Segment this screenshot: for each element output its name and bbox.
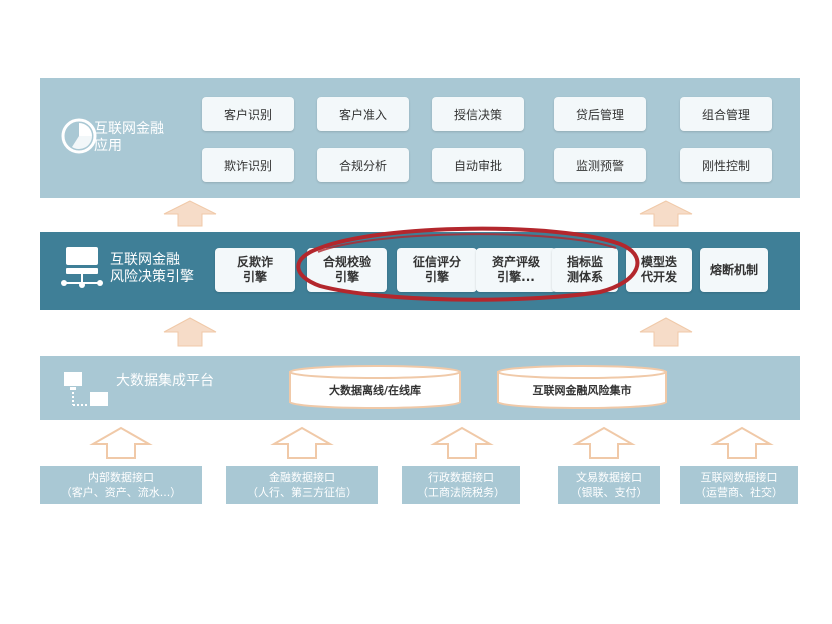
interface-detail: （工商法院税务）: [417, 486, 505, 499]
up-arrow-icon: [639, 317, 693, 347]
app-item-monitoring-alert: 监测预警: [554, 148, 646, 182]
engine-indicator-monitoring: 指标监 测体系: [552, 248, 618, 292]
interface-internet: 互联网数据接口 （运营商、社交）: [680, 466, 798, 504]
up-arrow-outline-icon: [572, 426, 636, 459]
application-layer-title: 互联网金融 应用: [94, 121, 164, 154]
interface-detail: （人行、第三方征信）: [247, 486, 357, 499]
up-arrow-icon: [163, 200, 217, 227]
engine-anti-fraud: 反欺诈 引擎: [215, 248, 295, 292]
app-item-auto-approval: 自动审批: [432, 148, 524, 182]
interface-detail: （运营商、社交）: [695, 486, 783, 499]
computers-icon: [64, 372, 108, 406]
up-arrow-outline-icon: [270, 426, 334, 459]
store-risk-mart-label: 互联网金融风险集市: [532, 384, 632, 397]
interface-financial: 金融数据接口 （人行、第三方征信）: [226, 466, 378, 504]
app-item-customer-admission: 客户准入: [317, 97, 409, 131]
engine-layer-title: 互联网金融 风险决策引擎: [110, 252, 194, 285]
database-offline-online-icon: [289, 365, 461, 409]
up-arrow-outline-icon: [710, 426, 774, 459]
app-item-fraud-identification: 欺诈识别: [202, 148, 294, 182]
interface-name: 金融数据接口: [269, 471, 335, 484]
interface-internal: 内部数据接口 （客户、资产、流水...）: [40, 466, 202, 504]
database-risk-mart-icon: [497, 365, 667, 409]
store-offline-online-label: 大数据离线/在线库: [328, 384, 422, 397]
up-arrow-icon: [163, 317, 217, 347]
interface-name: 互联网数据接口: [700, 471, 778, 484]
app-item-post-loan: 贷后管理: [554, 97, 646, 131]
data-platform-title: 大数据集成平台: [116, 373, 214, 389]
interface-name: 文易数据接口: [576, 471, 642, 484]
up-arrow-outline-icon: [89, 426, 153, 459]
interface-transaction: 文易数据接口 （银联、支付）: [558, 466, 660, 504]
interface-name: 行政数据接口: [428, 471, 494, 484]
engine-circuit-breaker: 熔断机制: [700, 248, 768, 292]
app-item-rigid-control: 刚性控制: [680, 148, 772, 182]
up-arrow-icon: [639, 200, 693, 227]
interface-name: 内部数据接口: [88, 471, 154, 484]
pie-chart-icon: [61, 118, 97, 154]
app-item-compliance-analysis: 合规分析: [317, 148, 409, 182]
application-layer: [40, 78, 800, 198]
engine-asset-rating: 资产评级 引擎...: [476, 248, 556, 292]
interface-administrative: 行政数据接口 （工商法院税务）: [402, 466, 520, 504]
app-item-customer-identification: 客户识别: [202, 97, 294, 131]
up-arrow-outline-icon: [430, 426, 494, 459]
server-network-icon: [61, 247, 103, 288]
app-item-credit-decision: 授信决策: [432, 97, 524, 131]
interface-detail: （银联、支付）: [570, 486, 648, 499]
interface-detail: （客户、资产、流水...）: [60, 486, 182, 499]
app-item-portfolio: 组合管理: [680, 97, 772, 131]
engine-credit-scoring: 征信评分 引擎: [397, 248, 477, 292]
